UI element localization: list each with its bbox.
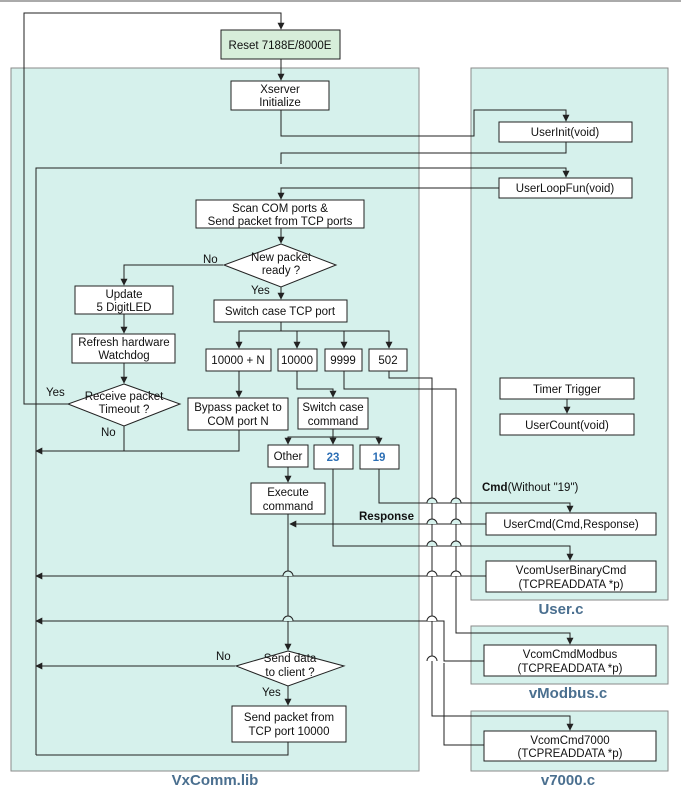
node-switch-command-line1: Switch case	[302, 402, 363, 414]
node-usercmd: UserCmd(Cmd,Response)	[485, 512, 657, 536]
node-case-19-label: 19	[373, 452, 386, 464]
label-cmd-bold: Cmd	[482, 482, 508, 494]
node-timeout-line2: Timeout ?	[99, 404, 150, 416]
node-case-other-label: Other	[274, 451, 303, 463]
region-label-vxcomm: VxComm.lib	[172, 772, 259, 789]
node-vcom-binary: VcomUserBinaryCmd (TCPREADDATA *p)	[485, 560, 657, 593]
node-port-n: 10000 + N	[205, 348, 272, 372]
node-case-23: 23	[313, 444, 354, 470]
node-case-23-label: 23	[327, 452, 340, 464]
region-label-user: User.c	[538, 601, 583, 618]
node-send-packet-line2: TCP port 10000	[249, 726, 330, 738]
node-switch-command-line2: command	[308, 416, 359, 428]
node-usercount: UserCount(void)	[499, 413, 635, 436]
node-switch-tcp: Switch case TCP port	[213, 299, 348, 323]
node-reset-label: Reset 7188E/8000E	[229, 40, 332, 52]
connectors	[23, 12, 574, 756]
node-vcom-7000-line2: (TCPREADDATA *p)	[517, 748, 622, 760]
label-timeout-yes: Yes	[46, 387, 65, 399]
node-bypass-line1: Bypass packet to	[194, 402, 282, 414]
node-update-line1: Update	[105, 289, 142, 301]
node-refresh-line2: Watchdog	[98, 350, 149, 362]
node-xserver-line1: Xserver	[260, 84, 300, 96]
node-send-data-line1: Send data	[264, 653, 317, 665]
node-execute: Execute command	[250, 482, 326, 515]
line-hops	[282, 497, 462, 662]
node-case-other: Other	[267, 444, 309, 468]
node-vcom-7000: VcomCmd7000 (TCPREADDATA *p)	[483, 730, 657, 762]
node-refresh: Refresh hardware Watchdog	[71, 333, 176, 364]
label-send-data-yes: Yes	[262, 687, 281, 699]
node-port-502: 502	[368, 348, 408, 372]
node-port-10000: 10000	[277, 348, 318, 372]
node-new-packet: New packet ready ?	[222, 243, 338, 288]
node-xserver: Xserver Initialize	[230, 80, 330, 111]
node-timer-label: Timer Trigger	[533, 384, 601, 396]
node-port-10000-label: 10000	[281, 355, 313, 367]
node-userinit-label: UserInit(void)	[531, 127, 600, 139]
region-label-v7000: v7000.c	[541, 772, 595, 789]
node-usercmd-label: UserCmd(Cmd,Response)	[503, 519, 639, 531]
label-new-packet-no: No	[203, 254, 218, 266]
node-timeout: Receive packet Timeout ?	[66, 383, 182, 427]
node-timeout-line1: Receive packet	[85, 391, 164, 403]
node-port-9999-label: 9999	[330, 355, 356, 367]
node-bypass: Bypass packet to COM port N	[187, 397, 289, 431]
node-scan-line2: Send packet from TCP ports	[208, 216, 353, 228]
node-vcom-7000-line1: VcomCmd7000	[530, 735, 609, 747]
node-vcom-modbus-line2: (TCPREADDATA *p)	[517, 663, 622, 675]
node-send-data: Send data to client ?	[234, 650, 346, 687]
node-update-line2: 5 DigitLED	[97, 302, 152, 314]
node-timer: Timer Trigger	[499, 377, 635, 400]
node-userloop: UserLoopFun(void)	[498, 177, 633, 199]
node-userloop-label: UserLoopFun(void)	[516, 183, 615, 195]
node-update: Update 5 DigitLED	[74, 285, 174, 315]
node-port-502-label: 502	[378, 355, 397, 367]
label-send-data-no: No	[216, 651, 231, 663]
node-xserver-line2: Initialize	[259, 97, 301, 109]
label-timeout-no: No	[101, 427, 116, 439]
label-cmd-rest: (Without "19")	[508, 482, 579, 494]
node-vcom-modbus-line1: VcomCmdModbus	[523, 649, 618, 661]
node-case-19: 19	[359, 444, 400, 470]
node-scan: Scan COM ports & Send packet from TCP po…	[195, 199, 365, 229]
node-port-9999: 9999	[324, 348, 363, 372]
label-response: Response	[359, 511, 414, 523]
node-port-n-label: 10000 + N	[211, 355, 264, 367]
node-execute-line1: Execute	[267, 487, 309, 499]
label-cmd: Cmd(Without "19")	[482, 482, 579, 494]
label-new-packet-yes: Yes	[251, 285, 270, 297]
node-vcom-binary-line1: VcomUserBinaryCmd	[516, 565, 627, 577]
node-usercount-label: UserCount(void)	[525, 420, 609, 432]
node-reset: Reset 7188E/8000E	[220, 29, 341, 60]
node-refresh-line1: Refresh hardware	[78, 337, 169, 349]
node-execute-line2: command	[263, 501, 314, 513]
node-send-packet: Send packet from TCP port 10000	[231, 705, 347, 743]
node-vcom-binary-line2: (TCPREADDATA *p)	[518, 579, 623, 591]
node-switch-command: Switch case command	[297, 397, 369, 430]
node-switch-tcp-label: Switch case TCP port	[225, 306, 336, 318]
region-label-vmodbus: vModbus.c	[529, 685, 607, 702]
node-vcom-modbus: VcomCmdModbus (TCPREADDATA *p)	[483, 644, 657, 677]
node-scan-line1: Scan COM ports &	[232, 203, 328, 215]
node-send-data-line2: to client ?	[265, 667, 314, 679]
node-userinit: UserInit(void)	[498, 121, 633, 143]
node-new-packet-line2: ready ?	[262, 265, 300, 277]
node-send-packet-line1: Send packet from	[244, 712, 334, 724]
node-bypass-line2: COM port N	[207, 416, 268, 428]
node-new-packet-line1: New packet	[251, 252, 312, 264]
